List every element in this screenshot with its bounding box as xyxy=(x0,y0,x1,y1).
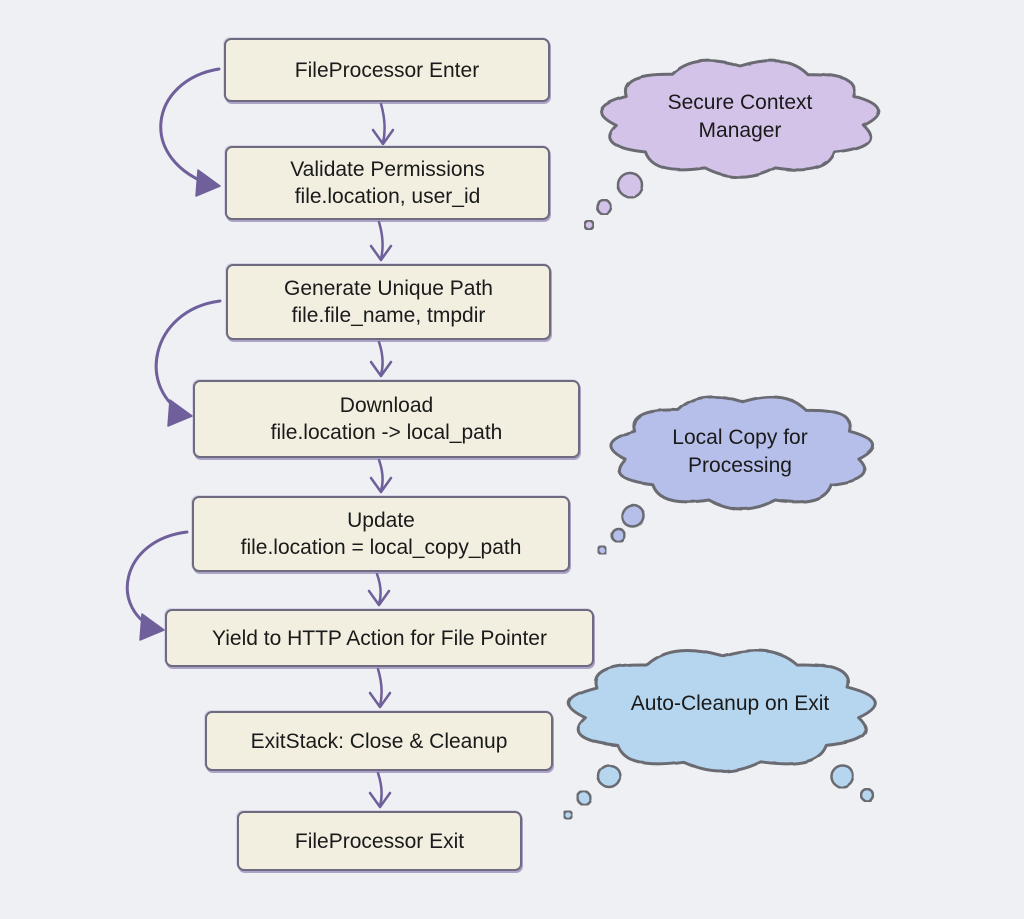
loop-arrowhead xyxy=(195,169,221,197)
node-fileprocessor-enter: FileProcessor Enter xyxy=(224,38,550,102)
callout-line: Local Copy for xyxy=(672,426,808,449)
node-exitstack-cleanup: ExitStack: Close & Cleanup xyxy=(205,711,553,771)
callout-line: Processing xyxy=(688,454,792,477)
edge-arrow xyxy=(377,340,384,377)
loop-arrowhead xyxy=(139,613,165,641)
callout-text: Secure Context Manager xyxy=(620,89,860,145)
node-generate-unique-path: Generate Unique Path file.file_name, tmp… xyxy=(226,264,551,340)
callout-text: Local Copy for Processing xyxy=(620,424,860,480)
thought-bubble xyxy=(595,198,613,216)
thought-bubble xyxy=(610,527,626,543)
arrowhead xyxy=(369,476,393,494)
node-update: Update file.location = local_copy_path xyxy=(192,496,570,572)
node-label: FileProcessor Exit xyxy=(294,829,465,853)
cloud-shape xyxy=(599,59,881,179)
node-label: FileProcessor Enter xyxy=(294,58,480,82)
edge-arrow xyxy=(375,572,382,606)
node-sublabel: file.file_name, tmpdir xyxy=(291,304,486,327)
arrowhead xyxy=(369,360,393,378)
arrowhead xyxy=(368,791,392,809)
node-sublabel: file.location, user_id xyxy=(294,185,481,208)
callout-line: Manager xyxy=(698,119,782,142)
thought-bubble xyxy=(583,219,595,231)
node-label: Validate Permissions xyxy=(290,158,485,181)
node-label: Yield to HTTP Action for File Pointer xyxy=(212,626,547,650)
arrowhead xyxy=(371,128,395,146)
edge-arrow xyxy=(376,771,383,808)
node-yield-http-action: Yield to HTTP Action for File Pointer xyxy=(165,609,594,667)
edge-arrow xyxy=(377,458,384,493)
cloud-auto-cleanup xyxy=(567,648,877,774)
thought-bubble xyxy=(596,763,622,789)
node-label: ExitStack: Close & Cleanup xyxy=(250,729,508,753)
edge-arrow xyxy=(376,667,383,708)
node-fileprocessor-exit: FileProcessor Exit xyxy=(237,811,522,871)
cloud-shape xyxy=(567,648,877,774)
thought-bubble xyxy=(562,809,574,821)
loop-arrowhead xyxy=(167,399,193,427)
node-sublabel: file.location = local_copy_path xyxy=(240,536,522,559)
node-label: Generate Unique Path xyxy=(284,277,493,300)
thought-bubble xyxy=(620,503,646,529)
loop-arrow xyxy=(159,67,221,188)
arrowhead xyxy=(369,244,393,262)
thought-bubble xyxy=(859,787,875,803)
thought-bubble xyxy=(596,544,608,556)
cloud-secure-context xyxy=(599,59,881,179)
thought-bubble xyxy=(616,171,644,199)
arrowhead xyxy=(367,589,391,607)
cloud-shape xyxy=(609,395,875,511)
clouds-layer xyxy=(562,59,881,821)
edge-arrow xyxy=(377,220,384,261)
thought-bubble xyxy=(576,790,592,806)
cloud-local-copy xyxy=(609,395,875,511)
node-download: Download file.location -> local_path xyxy=(193,380,580,458)
callout-line: Auto-Cleanup on Exit xyxy=(630,692,830,715)
edges-layer xyxy=(125,67,395,809)
node-validate-permissions: Validate Permissions file.location, user… xyxy=(225,146,550,220)
callout-text: Auto-Cleanup on Exit xyxy=(590,690,870,718)
node-label: Update xyxy=(347,509,415,532)
edge-arrow xyxy=(379,102,386,145)
arrowhead xyxy=(368,691,392,709)
node-label: Download xyxy=(339,394,434,417)
thought-bubble xyxy=(829,763,855,789)
node-sublabel: file.location -> local_path xyxy=(270,421,503,444)
callout-line: Secure Context xyxy=(667,91,813,114)
